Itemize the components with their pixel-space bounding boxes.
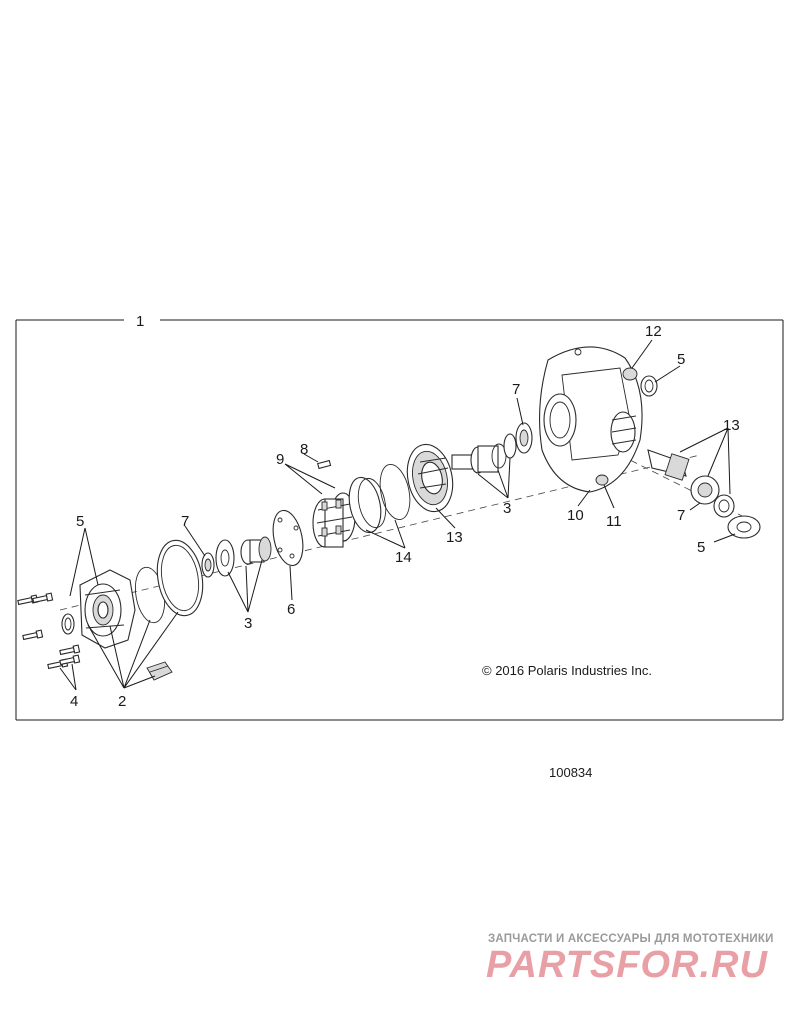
figure-number: 100834 (549, 765, 593, 780)
watermark-logo: PARTSFOR.RU (486, 944, 768, 984)
callout-7-right: 7 (677, 507, 685, 524)
callout-11: 11 (606, 513, 622, 530)
callout-12: 12 (645, 323, 662, 340)
seal-left (61, 613, 75, 635)
callout-5-left: 5 (76, 513, 84, 530)
callout-10: 10 (567, 507, 584, 524)
bearing-mid (515, 422, 533, 454)
callout-5-top: 5 (677, 351, 685, 368)
copyright-text: © 2016 Polaris Industries Inc. (482, 663, 652, 678)
callout-7-left: 7 (181, 513, 189, 530)
assembly-frame (15, 319, 784, 721)
callout-4: 4 (70, 693, 78, 710)
friction-plates (348, 464, 411, 534)
bolt-set (17, 592, 81, 670)
armature-plate (272, 509, 304, 567)
callout-5-right: 5 (697, 539, 705, 556)
svg-text:PARTSFOR.RU: PARTSFOR.RU (486, 944, 768, 984)
callout-7-mid: 7 (512, 381, 520, 398)
callout-3-left: 3 (244, 615, 252, 632)
pin (317, 459, 332, 470)
callout-assembly: 1 (136, 313, 144, 330)
seal-right (713, 494, 735, 518)
watermark-tagline: ЗАПЧАСТИ И АКСЕССУАРЫ ДЛЯ МОТОТЕХНИКИ (488, 933, 774, 945)
callout-9: 9 (276, 451, 284, 468)
main-housing (539, 346, 643, 493)
clip (146, 661, 173, 681)
leader-lines (59, 339, 736, 691)
front-cover (79, 569, 136, 649)
roller-cage (312, 492, 356, 548)
bearing-right (690, 475, 720, 505)
washer-right (727, 515, 761, 539)
breather-plug (595, 474, 609, 486)
gasket-ring-large (156, 539, 204, 617)
bearing-left (201, 552, 215, 578)
center-axis-right (619, 454, 761, 526)
seal-top-right (640, 375, 658, 397)
callout-6: 6 (287, 601, 295, 618)
shaft-bearing-right (451, 433, 517, 474)
bearing-race-left (215, 536, 272, 577)
callout-14: 14 (395, 549, 412, 566)
output-shaft (647, 449, 690, 481)
callout-13-mid: 13 (446, 529, 463, 546)
callout-8: 8 (300, 441, 308, 458)
callout-13-right: 13 (723, 417, 740, 434)
callout-2: 2 (118, 693, 126, 710)
vent-cap (622, 367, 638, 381)
ring-gear (406, 443, 454, 513)
callout-3-right: 3 (503, 500, 511, 517)
